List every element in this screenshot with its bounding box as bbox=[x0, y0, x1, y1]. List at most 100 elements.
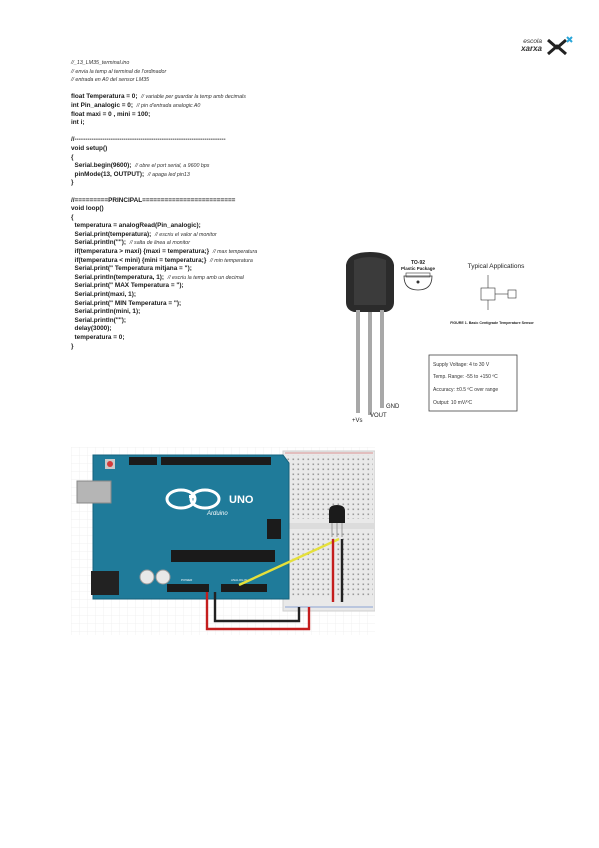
spec-accuracy: Accuracy: ±0.5 ºC over range bbox=[433, 387, 498, 393]
code-line: // envia la temp al terminal de l'ordina… bbox=[71, 68, 401, 77]
code-text: delay(3000); bbox=[71, 325, 112, 333]
code-line bbox=[71, 188, 401, 197]
code-text: float maxi = 0 , mini = 100; bbox=[71, 110, 151, 118]
code-text: if(temperatura > maxi) {maxi = temperatu… bbox=[71, 248, 210, 256]
code-line: Serial.println(mini, 1); bbox=[71, 308, 401, 317]
figure-caption: FIGURE 1. Basic Centigrade Temperature S… bbox=[450, 321, 534, 325]
logo-line-2: xarxa bbox=[521, 44, 542, 53]
code-comment: // min temperatura bbox=[209, 257, 253, 264]
code-text: Serial.println(""); bbox=[71, 239, 127, 247]
code-text: temperatura = analogRead(Pin_analogic); bbox=[71, 222, 201, 230]
spec-range: Temp. Range: -55 to +150 ºC bbox=[433, 374, 498, 380]
code-text: // envia la temp al terminal de l'ordina… bbox=[71, 68, 167, 75]
code-text: } bbox=[71, 342, 74, 350]
code-text: Serial.println(""); bbox=[71, 316, 127, 324]
logo-line-1: escola bbox=[523, 38, 542, 45]
code-text: { bbox=[71, 213, 74, 221]
code-comment: // escriu la temp amb un decimal bbox=[167, 274, 244, 281]
spec-output: Output: 10 mV/ºC bbox=[433, 400, 472, 406]
code-line: Serial.print(" MAX Temperatura = "); bbox=[71, 282, 401, 291]
code-text: // entrada en A0 del sensor LM35 bbox=[71, 77, 150, 84]
lm35-on-breadboard bbox=[329, 505, 345, 537]
code-comment: // pin d'entrada analogic A0 bbox=[136, 102, 201, 109]
application-circuit-diagram bbox=[480, 275, 517, 310]
code-line: Serial.println(""); // salta de linea al… bbox=[71, 239, 401, 248]
arduino-uno-board bbox=[76, 454, 290, 600]
code-line: int Pin_analogic = 0; // pin d'entrada a… bbox=[71, 102, 401, 111]
arduino-code-listing: //_13_LM35_terminal.ino // envia la temp … bbox=[71, 59, 401, 351]
code-line: if(temperatura < mini) {mini = temperatu… bbox=[71, 257, 401, 266]
code-comment: // max temperatura bbox=[212, 249, 258, 256]
board-brand: UNO bbox=[229, 494, 254, 506]
pin-vs-label: +Vs bbox=[352, 418, 363, 424]
spec-box bbox=[428, 354, 518, 412]
code-text: float Temperatura = 0; bbox=[71, 93, 138, 101]
code-comment: // apaga led pin13 bbox=[147, 171, 190, 178]
package-title: TO-92 bbox=[411, 260, 425, 266]
code-line: { bbox=[71, 154, 401, 163]
code-text: Serial.print(" MIN Temperatura = "); bbox=[71, 299, 182, 307]
board-sub: Arduino bbox=[206, 511, 228, 517]
typical-applications-title: Typical Applications bbox=[468, 263, 525, 270]
board-power-label: POWER bbox=[181, 578, 193, 582]
code-text: void loop() bbox=[71, 205, 104, 213]
code-comment: // variable per guardar la temp amb deci… bbox=[141, 94, 246, 101]
code-text: { bbox=[71, 153, 74, 161]
code-line: { bbox=[71, 214, 401, 223]
pin-gnd-label: GND bbox=[386, 404, 400, 410]
lm35-sensor-figure: +Vs VOUT GND TO-92 Plastic Package Typic… bbox=[340, 250, 550, 430]
code-text: Serial.println(temperatura, 1); bbox=[71, 273, 165, 281]
to92-sensor-image bbox=[346, 252, 394, 415]
code-line: Serial.print(" MIN Temperatura = "); bbox=[71, 300, 401, 309]
code-line: if(temperatura > maxi) {maxi = temperatu… bbox=[71, 248, 401, 257]
code-text: //=========PRINCIPAL====================… bbox=[71, 196, 236, 204]
code-text: Serial.print(temperatura); bbox=[71, 230, 152, 238]
logo-x-icon bbox=[547, 36, 573, 56]
code-line: } bbox=[71, 179, 401, 188]
code-comment: // salta de linea al monitor bbox=[129, 240, 190, 247]
code-text: pinMode(13, OUTPUT); bbox=[71, 170, 145, 178]
code-line: // entrada en A0 del sensor LM35 bbox=[71, 76, 401, 85]
code-text: temperatura = 0; bbox=[71, 334, 125, 341]
code-line: Serial.print(maxi, 1); bbox=[71, 291, 401, 300]
code-line: Serial.println(""); bbox=[71, 317, 401, 326]
code-line: Serial.begin(9600); // obre el port seri… bbox=[71, 162, 401, 171]
code-text: Serial.print(" Temperatura mitjana = "); bbox=[71, 265, 192, 273]
code-text: Serial.print(" MAX Temperatura = "); bbox=[71, 282, 184, 290]
package-subtitle: Plastic Package bbox=[401, 266, 436, 271]
code-line: Serial.print(temperatura); // escriu el … bbox=[71, 231, 401, 240]
board-analog-label: ANALOG IN bbox=[231, 578, 247, 582]
code-line: Serial.print(" Temperatura mitjana = "); bbox=[71, 265, 401, 274]
code-line: //_13_LM35_terminal.ino bbox=[71, 59, 401, 68]
escola-xarxa-logo: escola xarxa bbox=[508, 36, 574, 58]
code-line: void loop() bbox=[71, 205, 401, 214]
code-line: int i; bbox=[71, 119, 401, 128]
code-text: Serial.println(mini, 1); bbox=[71, 308, 141, 316]
code-line: } bbox=[71, 343, 401, 352]
to92-package-diagram bbox=[403, 272, 433, 291]
breadboard bbox=[282, 450, 375, 612]
wires bbox=[205, 537, 344, 631]
code-text: void setup() bbox=[71, 144, 108, 152]
arduino-breadboard-illustration: UNO Arduino POWER ANALOG IN bbox=[71, 447, 375, 635]
code-text: //--------------------------------------… bbox=[71, 136, 226, 144]
pin-vout-label: VOUT bbox=[370, 413, 387, 419]
code-text: //_13_LM35_terminal.ino bbox=[71, 60, 130, 66]
code-line bbox=[71, 85, 401, 94]
code-line: delay(3000); bbox=[71, 325, 401, 334]
code-line: temperatura = analogRead(Pin_analogic); bbox=[71, 222, 401, 231]
code-line: pinMode(13, OUTPUT); // apaga led pin13 bbox=[71, 171, 401, 180]
code-line: //=========PRINCIPAL====================… bbox=[71, 197, 401, 206]
code-comment: // obre el port serial, a 9600 bps bbox=[134, 163, 210, 170]
code-line bbox=[71, 128, 401, 137]
code-text: Serial.print(maxi, 1); bbox=[71, 291, 136, 299]
code-text: } bbox=[71, 179, 74, 187]
code-text: int i; bbox=[71, 119, 85, 127]
code-line: temperatura = 0; bbox=[71, 334, 401, 343]
code-line: Serial.println(temperatura, 1); // escri… bbox=[71, 274, 401, 283]
code-line: void setup() bbox=[71, 145, 401, 154]
code-text: Serial.begin(9600); bbox=[71, 162, 132, 170]
logo-text: escola xarxa bbox=[508, 38, 542, 53]
code-line: //--------------------------------------… bbox=[71, 136, 401, 145]
